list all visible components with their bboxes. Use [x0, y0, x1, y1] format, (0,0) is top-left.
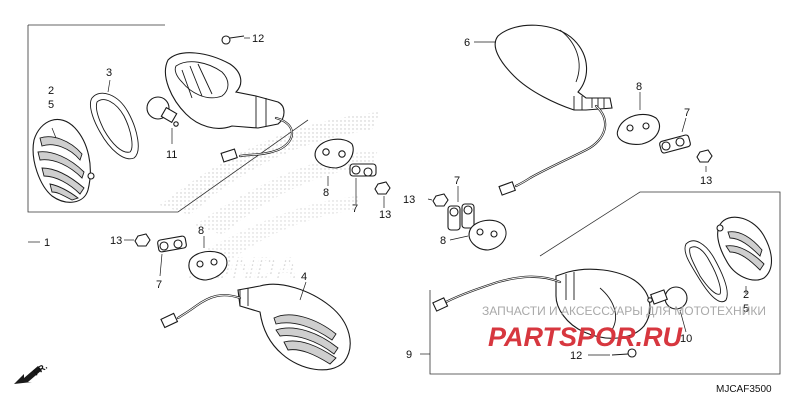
housing-left-lower — [237, 283, 351, 371]
callout-7-right-upper: 7 — [684, 107, 690, 119]
callout-11: 11 — [166, 149, 177, 161]
site-watermark: ЗАПЧАСТИ И АКСЕССУАРЫ ДЛЯ МОТОТЕХНИКИ PA… — [482, 304, 766, 352]
callout-4: 4 — [301, 271, 307, 283]
mount-parts-middle: 8 7 13 — [314, 138, 391, 221]
callout-7-mid: 7 — [352, 203, 358, 215]
callout-8-mid: 8 — [323, 187, 329, 199]
collar-7-right-upper — [659, 134, 691, 154]
callout-9: 9 — [406, 349, 412, 361]
gasket-left-upper — [89, 92, 139, 160]
lower-right-assembly: 13 7 8 10 2 5 9 12 — [403, 175, 781, 375]
mount-rubber-8-right-upper — [616, 113, 660, 145]
callout-5-lower: 5 — [743, 303, 749, 315]
callout-8-left: 8 — [198, 225, 204, 237]
callout-2-upper: 2 — [48, 85, 54, 97]
upper-left-assembly: 2 5 3 11 12 1 — [27, 24, 309, 249]
callout-10: 10 — [680, 333, 692, 345]
nut-13-mid — [374, 181, 391, 195]
gasket-right-lower — [684, 240, 728, 303]
callout-1: 1 — [44, 237, 50, 249]
collar-7-mid — [349, 163, 377, 177]
lower-left-assembly: 13 7 8 4 — [110, 225, 351, 371]
mount-rubber-8-right-lower — [468, 219, 507, 251]
housing-left-upper — [164, 52, 285, 129]
group-frame-9 — [429, 191, 781, 375]
collar-7-left — [157, 235, 187, 253]
callout-12-upper: 12 — [252, 33, 264, 45]
screw-12-lower — [611, 348, 637, 358]
nut-13-left — [134, 233, 151, 247]
nut-13-right-upper — [696, 149, 713, 163]
connector-left-upper — [220, 148, 238, 163]
lens-left-upper — [32, 119, 95, 203]
mount-rubber-8-left — [188, 250, 228, 281]
forward-arrow-icon: FR. — [14, 361, 49, 384]
callout-2-lower: 2 — [743, 289, 749, 301]
connector-right-upper — [498, 181, 516, 196]
watermark-logo: PARTSPOR.RU — [488, 322, 684, 352]
bulb-right-lower — [647, 286, 688, 310]
housing-right-lower — [555, 268, 651, 339]
callout-13-right-upper: 13 — [700, 175, 712, 187]
callout-8-right-lower: 8 — [440, 235, 446, 247]
callout-7-left: 7 — [156, 279, 162, 291]
lens-right-lower — [716, 216, 773, 281]
bulb-left-upper — [146, 96, 179, 127]
callout-6: 6 — [464, 37, 470, 49]
group-frame-1 — [27, 24, 309, 213]
callout-13-right-lower: 13 — [403, 194, 415, 206]
housing-right-upper — [494, 24, 613, 111]
callout-5-upper: 5 — [48, 99, 54, 111]
callout-13-left: 13 — [110, 235, 122, 247]
callout-8-right-upper: 8 — [636, 81, 642, 93]
diagram-code: MJCAF3500 — [716, 384, 772, 395]
connector-right-lower — [432, 297, 449, 312]
callout-13-mid: 13 — [379, 209, 391, 221]
upper-right-assembly: 6 8 7 13 — [464, 24, 713, 196]
callout-12-lower: 12 — [570, 350, 582, 362]
nut-13-right-lower — [432, 193, 449, 207]
callout-3: 3 — [106, 67, 112, 79]
screw-12-upper — [221, 35, 245, 45]
watermark-text: ЗАПЧАСТИ И АКСЕССУАРЫ ДЛЯ МОТОТЕХНИКИ — [482, 304, 766, 318]
connector-left-lower — [160, 312, 179, 329]
wire-right-upper — [514, 104, 607, 188]
callout-7-right-lower: 7 — [454, 175, 460, 187]
mount-rubber-8-mid — [314, 138, 354, 169]
collar-7-right-lower — [447, 203, 475, 231]
